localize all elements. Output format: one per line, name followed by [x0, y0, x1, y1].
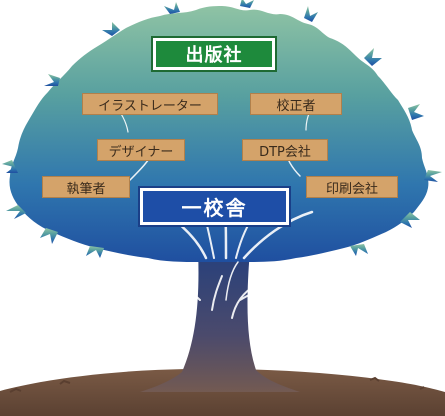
publisher-sign: 出版社 — [151, 36, 277, 72]
ground — [0, 368, 445, 416]
trunk — [140, 250, 300, 392]
publisher-sign-label: 出版社 — [155, 40, 273, 68]
tag-writer: 執筆者 — [42, 176, 130, 198]
tag-proofreader: 校正者 — [250, 93, 342, 115]
ikkousha-sign: 一校舎 — [138, 186, 291, 227]
tag-printing-company: 印刷会社 — [306, 176, 398, 198]
tag-dtp-company: DTP会社 — [242, 139, 328, 161]
canopy — [9, 6, 429, 262]
tag-illustrator: イラストレーター — [82, 93, 218, 115]
tag-designer: デザイナー — [97, 139, 185, 161]
ikkousha-sign-label: 一校舎 — [142, 190, 287, 223]
